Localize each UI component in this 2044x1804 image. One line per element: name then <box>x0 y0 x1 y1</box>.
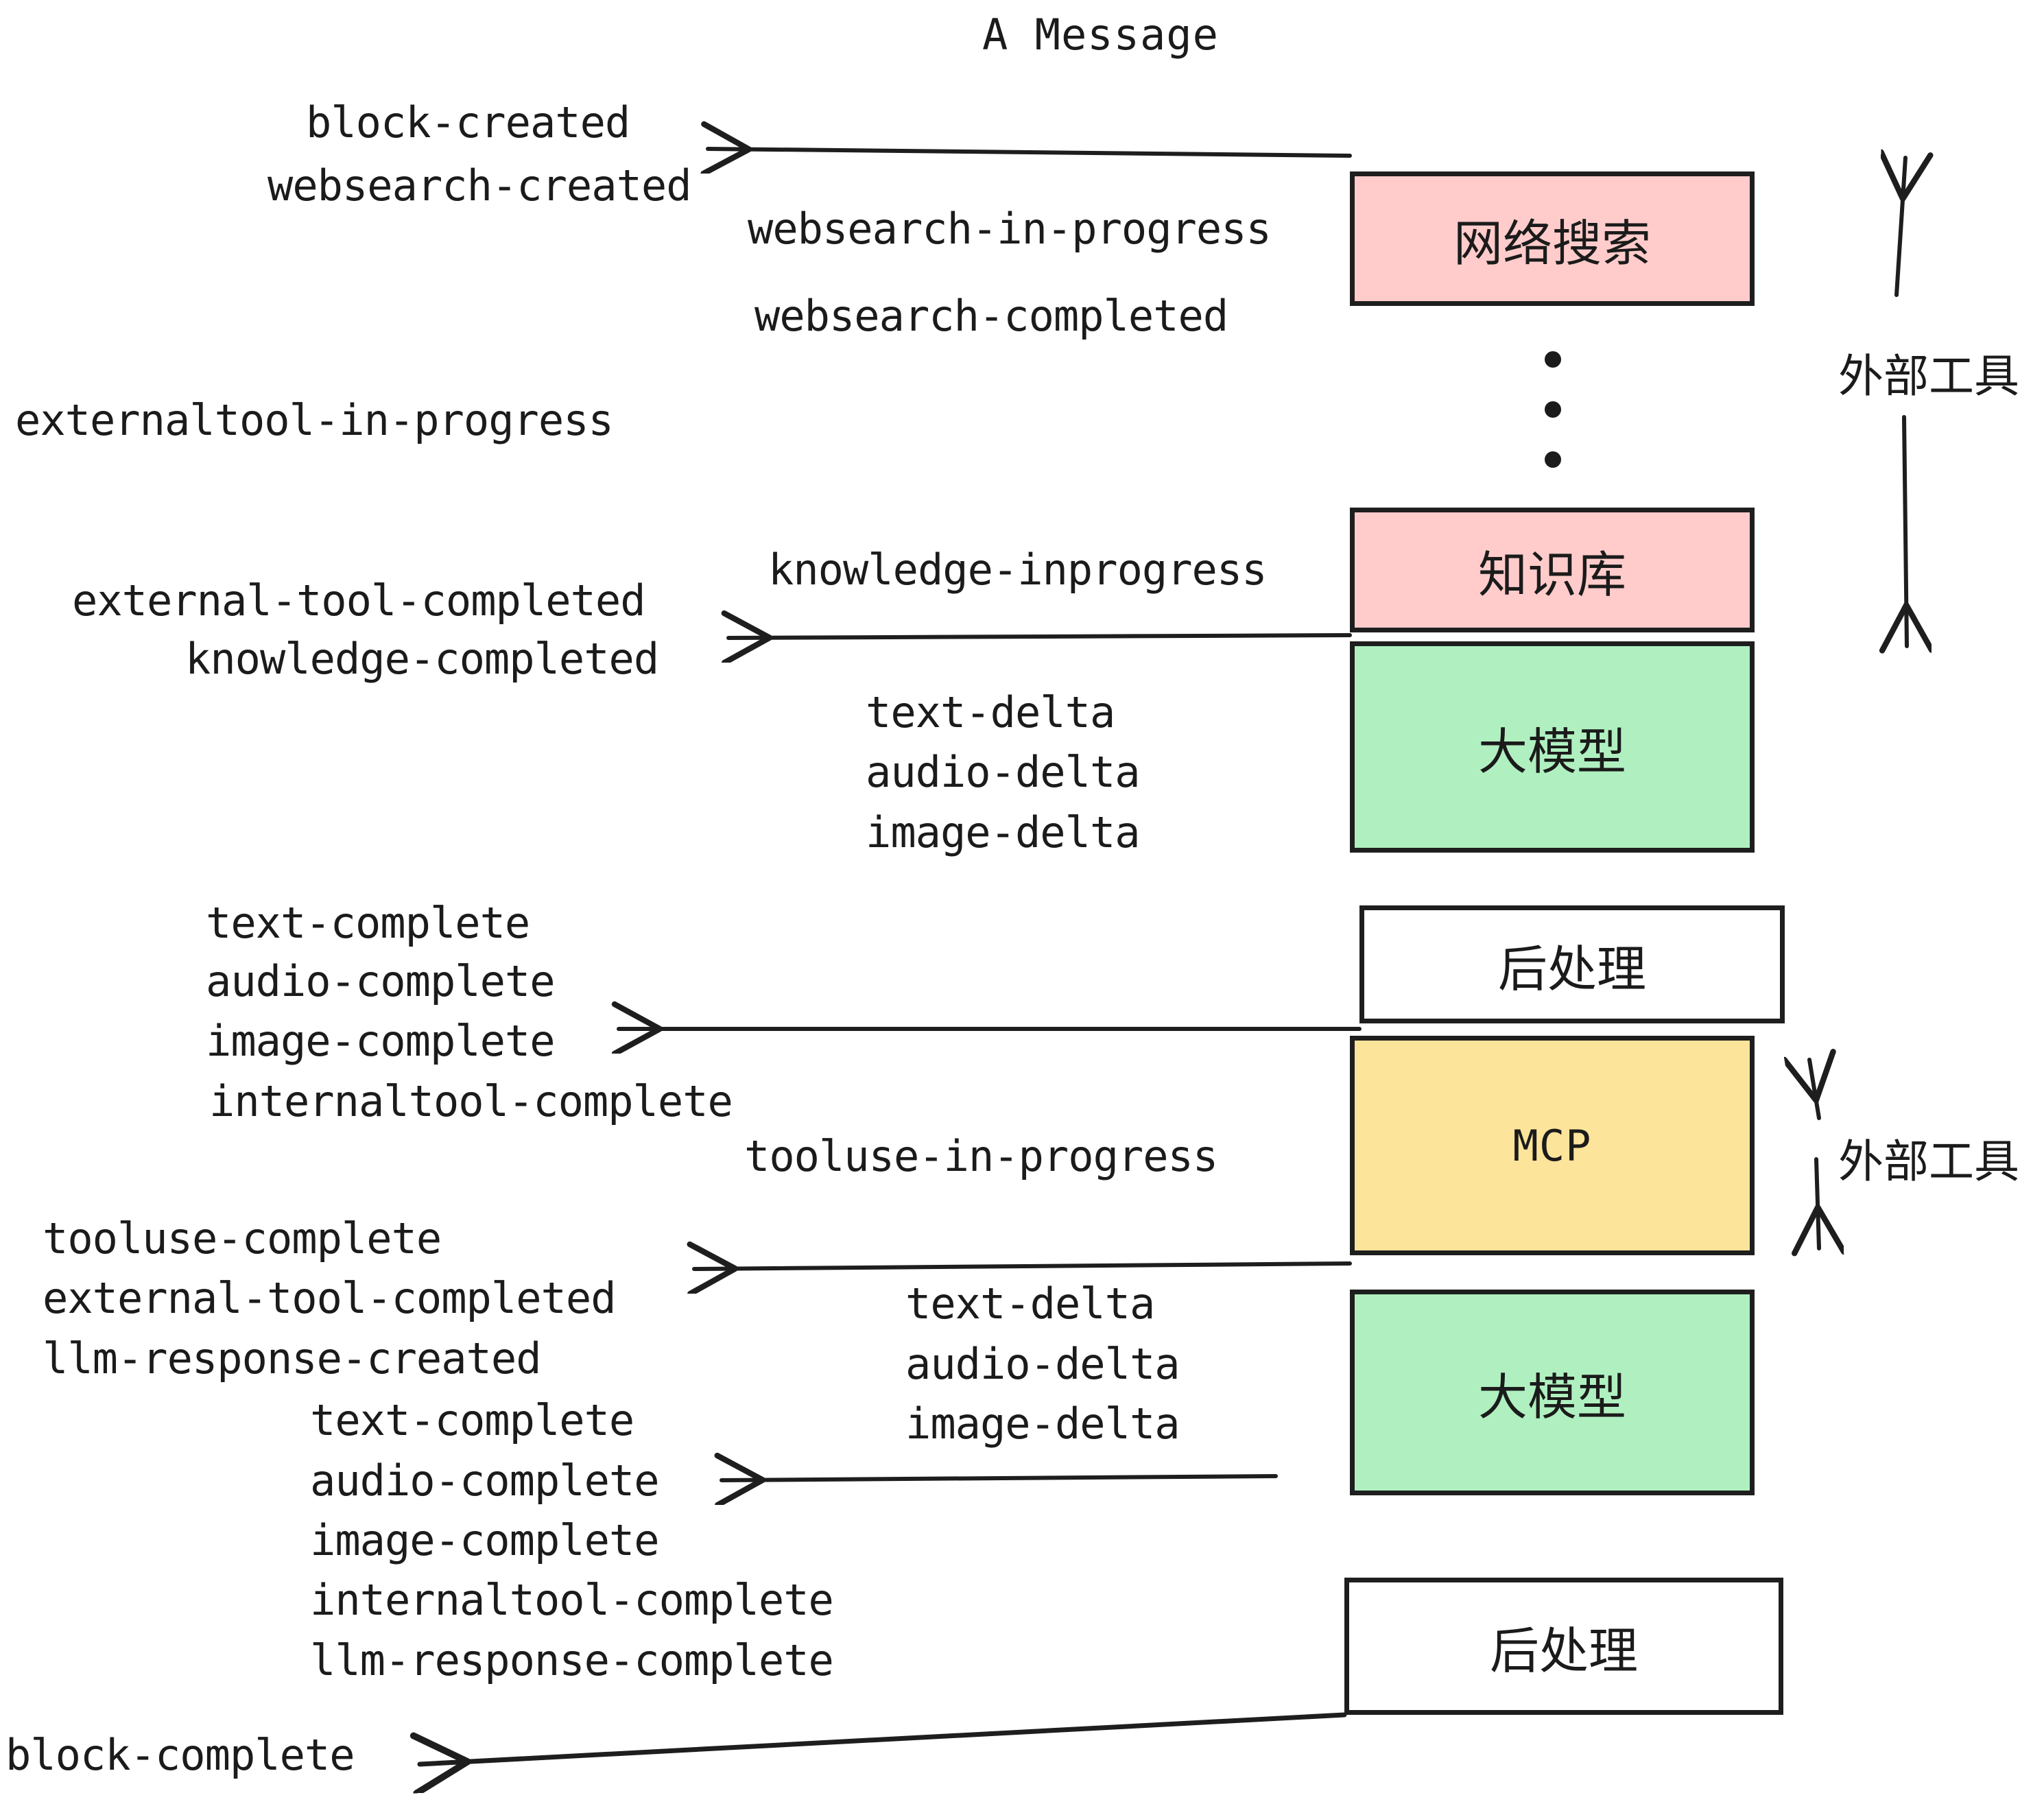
event-label-audio-complete-2: audio-complete <box>310 1456 660 1506</box>
event-label-image-delta-2: image-delta <box>905 1399 1180 1449</box>
bracket-external-tool-bottom <box>1809 1060 1819 1248</box>
arrow-mcp-to-tooluse-complete <box>694 1263 1352 1269</box>
event-label-image-complete-2: image-complete <box>310 1515 660 1565</box>
event-label-llm-response-complete: llm-response-complete <box>310 1635 834 1685</box>
event-label-knowledge-completed: knowledge-completed <box>185 634 659 684</box>
page-title: A Message <box>982 10 1219 60</box>
event-label-internaltool-complete-1: internaltool-complete <box>209 1076 733 1126</box>
event-label-image-delta-1: image-delta <box>866 807 1141 857</box>
component-box-label: 知识库 <box>1477 545 1626 604</box>
event-label-internaltool-complete-2: internaltool-complete <box>310 1575 834 1625</box>
event-label-audio-delta-1: audio-delta <box>866 747 1141 797</box>
event-label-text-delta-1: text-delta <box>866 687 1115 737</box>
event-label-block-complete: block-complete <box>5 1730 355 1780</box>
component-box-llm-bottom[interactable]: 大模型 <box>1350 1290 1755 1495</box>
component-box-llm-top[interactable]: 大模型 <box>1350 641 1755 853</box>
event-label-block-created: block-created <box>306 97 630 147</box>
event-label-text-complete-1: text-complete <box>206 898 530 948</box>
component-box-mcp[interactable]: MCP <box>1350 1036 1755 1255</box>
event-label-external-tool-completed-2: external-tool-completed <box>43 1273 617 1323</box>
event-label-llm-response-created: llm-response-created <box>43 1333 542 1384</box>
component-box-label: 大模型 <box>1477 1368 1626 1426</box>
event-label-tooluse-complete: tooluse-complete <box>43 1213 442 1263</box>
component-box-websearch[interactable]: 网络搜索 <box>1350 171 1755 306</box>
component-box-knowledge[interactable]: 知识库 <box>1350 508 1755 632</box>
event-label-websearch-created: websearch-created <box>268 161 692 211</box>
component-box-label: MCP <box>1512 1120 1592 1171</box>
component-box-label: 后处理 <box>1497 940 1646 998</box>
event-label-websearch-completed: websearch-completed <box>754 291 1228 341</box>
arrow-postprocess-to-block-complete <box>420 1712 1347 1764</box>
arrow-llm-to-audio-complete <box>722 1476 1278 1480</box>
event-label-tooluse-in-progress: tooluse-in-progress <box>744 1131 1218 1181</box>
event-label-text-delta-2: text-delta <box>905 1279 1155 1329</box>
event-label-image-complete-1: image-complete <box>206 1016 556 1066</box>
ellipsis-dot <box>1545 401 1561 418</box>
component-box-postprocess-top[interactable]: 后处理 <box>1359 905 1785 1023</box>
side-label-external-tool-top: 外部工具 <box>1838 350 2019 403</box>
event-label-audio-delta-2: audio-delta <box>905 1339 1180 1389</box>
event-label-audio-complete-1: audio-complete <box>206 956 556 1006</box>
component-box-label: 大模型 <box>1477 722 1626 781</box>
ellipsis-dot <box>1545 451 1561 468</box>
component-box-label: 后处理 <box>1489 1622 1638 1680</box>
event-label-text-complete-2: text-complete <box>310 1395 634 1445</box>
arrow-knowledge-to-knowledge-completed <box>728 635 1352 638</box>
event-label-externaltool-in-progress: externaltool-in-progress <box>15 395 614 445</box>
component-box-postprocess-bottom[interactable]: 后处理 <box>1344 1578 1783 1715</box>
event-label-external-tool-completed-1: external-tool-completed <box>72 575 646 626</box>
event-label-websearch-in-progress: websearch-in-progress <box>748 204 1272 254</box>
ellipsis-dot <box>1545 351 1561 368</box>
side-label-external-tool-bottom: 外部工具 <box>1838 1135 2019 1188</box>
component-box-label: 网络搜索 <box>1453 214 1651 272</box>
event-label-knowledge-inprogress: knowledge-inprogress <box>768 545 1268 595</box>
arrow-websearch-to-block-created <box>708 149 1352 156</box>
